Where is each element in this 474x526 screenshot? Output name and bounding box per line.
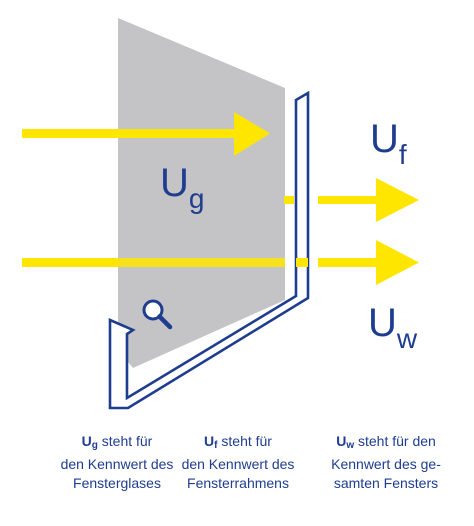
- caption-uw-symbol: Uw: [336, 433, 355, 451]
- glass-pane: [118, 18, 285, 368]
- window-diagram: Ug Uf Uw: [22, 18, 419, 410]
- arrow-uw: [22, 240, 419, 285]
- caption-ug-symbol: Ug: [81, 433, 98, 451]
- label-uw: Uw: [368, 301, 418, 354]
- caption-ug-line1: steht für: [97, 433, 153, 449]
- caption-uf-line3: Fensterrahmens: [187, 475, 289, 491]
- magnifier-icon: [142, 299, 173, 330]
- label-ug: Ug: [160, 161, 204, 214]
- arrow-into-glass: [22, 112, 270, 156]
- caption-ug-line2: den Kennwert des: [60, 456, 174, 472]
- caption-uw-line1: steht für den: [354, 433, 436, 449]
- caption-ug: Ug steht für den Kennwert des Fenstergla…: [42, 432, 192, 493]
- caption-uf-symbol: Uf: [204, 433, 218, 451]
- caption-uw: Uw steht für den Kennwert des ge- samten…: [311, 432, 461, 493]
- caption-uw-line2: Kennwert des ge-: [331, 456, 441, 472]
- caption-ug-line3: Fensterglases: [73, 475, 161, 491]
- arrow-uf: [284, 178, 419, 222]
- caption-uw-line3: samten Fensters: [333, 475, 439, 491]
- caption-uf-line2: den Kennwert des: [181, 456, 295, 472]
- window-frame: [108, 90, 310, 410]
- caption-uf-line1: steht für: [217, 433, 272, 449]
- caption-uf: Uf steht für den Kennwert des Fensterrah…: [163, 432, 313, 493]
- label-uf: Uf: [370, 117, 407, 170]
